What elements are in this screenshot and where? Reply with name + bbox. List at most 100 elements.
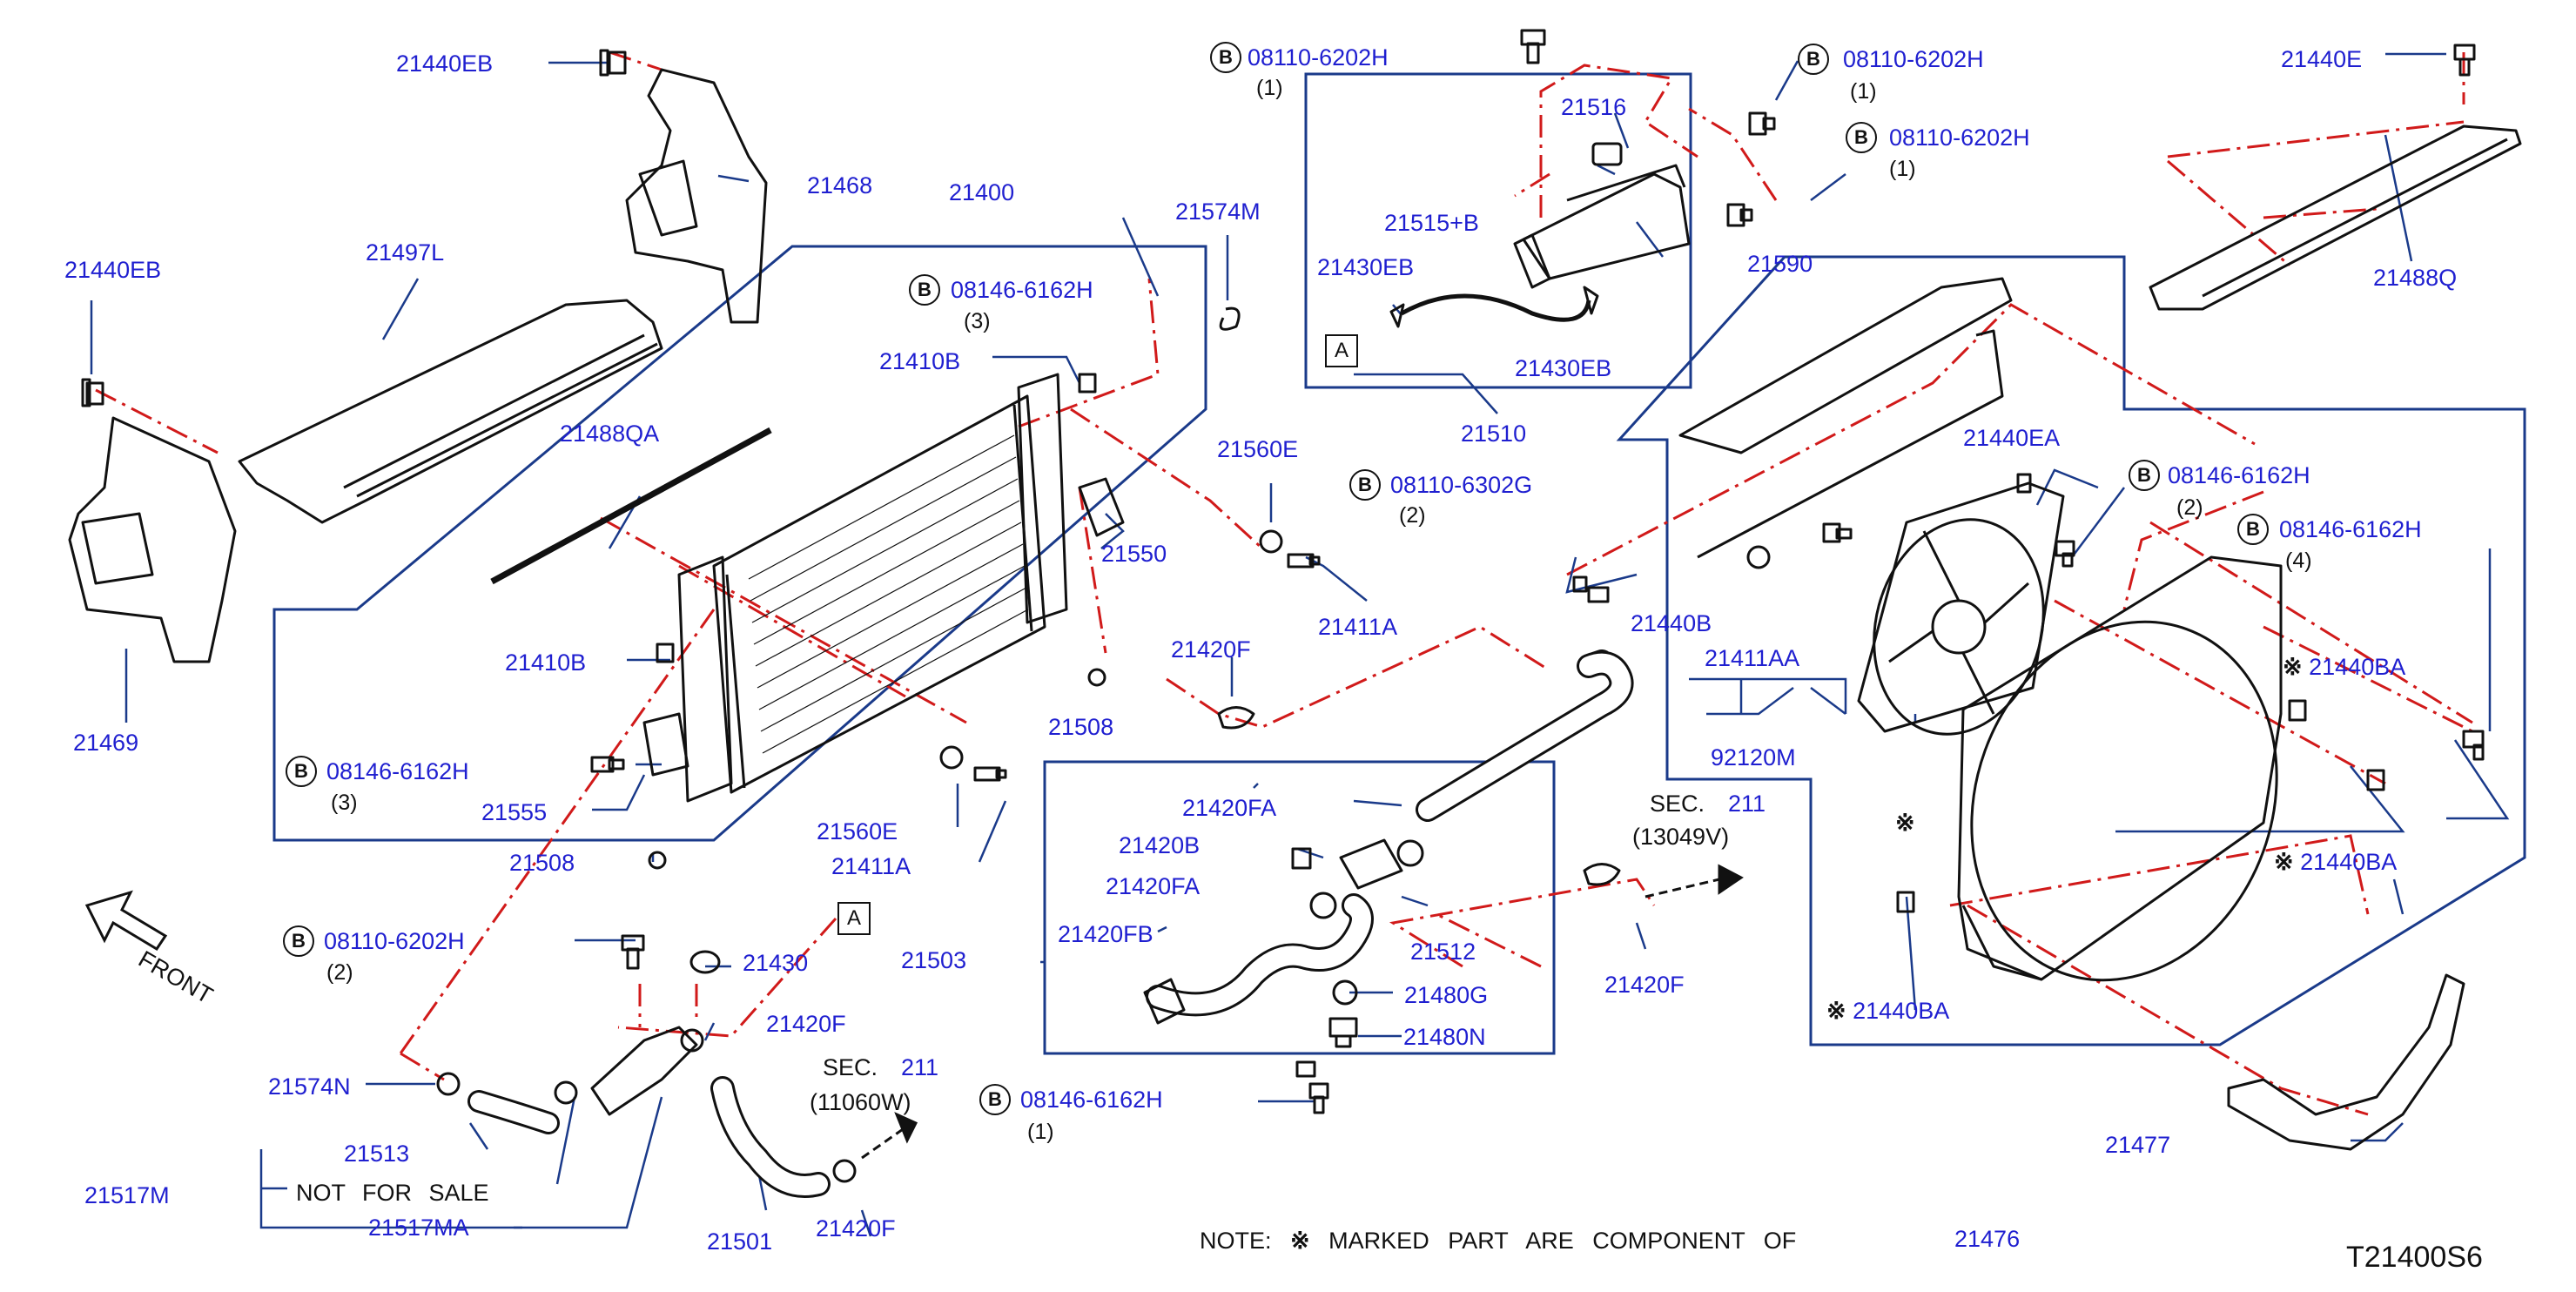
- bolt-part-number: 08110-6202H: [1889, 124, 2030, 151]
- clamp-21420F-low: [680, 1028, 704, 1053]
- clip-21440BA-3: [1896, 891, 1915, 913]
- group-outlines: [272, 72, 2526, 1055]
- radiator-group-outline: [272, 245, 1207, 842]
- sec-number: 211: [1728, 791, 1766, 817]
- label-not-for-sale: NOT FOR SALE: [296, 1180, 489, 1206]
- clip-21440EA: [2016, 473, 2032, 494]
- bolt-21440EB-left: [81, 378, 104, 407]
- clamp-21420FB: [1143, 978, 1186, 1025]
- clip-21410B-left: [656, 643, 675, 663]
- label-21508-bot: 21508: [509, 850, 575, 876]
- label-21430EB-left: 21430EB: [1317, 254, 1415, 280]
- label-21477: 21477: [2105, 1132, 2171, 1158]
- clip-21440BA-2: [2366, 769, 2385, 791]
- bracket-21550: [1078, 477, 1125, 537]
- bolt-21411AA: [1822, 522, 1853, 543]
- note-text: MARKED PART ARE COMPONENT OF: [1328, 1228, 1797, 1254]
- label-21574M: 21574M: [1175, 199, 1261, 225]
- reservoir-group-outline: [1304, 72, 1692, 389]
- note-prefix: NOTE:: [1200, 1228, 1272, 1254]
- clip-21574M: [1219, 306, 1241, 331]
- clamp-21420FA-mid: [1309, 892, 1337, 919]
- bolt-reservoir-r1: [1748, 111, 1776, 136]
- strip-21488QA: [490, 427, 772, 585]
- b-circle-icon: B: [1798, 44, 1829, 75]
- bolt-qty: (4): [2285, 548, 2312, 573]
- label-21497L: 21497L: [366, 239, 445, 266]
- fan-motor-92120M: [1857, 481, 2065, 736]
- label-21480G: 21480G: [1404, 982, 1489, 1008]
- bolt-qty: (3): [964, 309, 991, 333]
- clip-21440BA-1: [2288, 699, 2307, 722]
- label-21420FA-mid: 21420FA: [1106, 873, 1201, 899]
- label-21480N: 21480N: [1403, 1024, 1486, 1050]
- ref-box-A-top: A: [1325, 334, 1358, 367]
- label-21503: 21503: [901, 947, 967, 973]
- seal-21469: [68, 416, 237, 663]
- label-21574N: 21574N: [268, 1073, 351, 1100]
- hose-group-outline: [1043, 760, 1556, 1055]
- bolt-6162H-1: [1295, 1060, 1316, 1078]
- bolt-qty: (2): [326, 960, 353, 985]
- label-21560E-bot: 21560E: [817, 818, 898, 845]
- label-21420F-bot: 21420F: [816, 1215, 896, 1242]
- plug-21480N: [1328, 1017, 1358, 1048]
- bolt-21411A-bot: [973, 766, 1007, 782]
- label-21440B: 21440B: [1631, 610, 1712, 636]
- clip-21430EB-right: [1583, 286, 1599, 315]
- label-21508-mid: 21508: [1048, 714, 1114, 740]
- hose-21515B: [1400, 293, 1591, 322]
- bolt-qty: (1): [1850, 79, 1877, 104]
- bolt-21440E: [2453, 44, 2476, 77]
- bolt-part-number: 08146-6162H: [1020, 1087, 1163, 1113]
- b-circle-icon: B: [1846, 122, 1877, 153]
- cover-21477: [2227, 973, 2465, 1151]
- panel-21497L: [238, 299, 663, 524]
- label-21517MA: 21517MA: [368, 1215, 469, 1241]
- bolt-qty: (1): [1889, 157, 1916, 181]
- seal-21468: [625, 68, 768, 324]
- grommet-21440B: [1746, 545, 1771, 569]
- star-marker: ※: [1290, 1228, 1310, 1254]
- grommet-21560E-bot: [939, 745, 964, 770]
- leader-lines: [90, 52, 2510, 1237]
- bracket-21590: [1678, 277, 2013, 454]
- bolt-6162H-4: [2462, 730, 2485, 761]
- grommet-21560E-top: [1259, 529, 1283, 554]
- label-21420F-right: 21420F: [1604, 972, 1685, 998]
- label-21469: 21469: [73, 730, 139, 756]
- clamp-21420FA-top: [1396, 839, 1424, 867]
- clamp-21420F-right: [1583, 863, 1621, 886]
- label-21440BA-1-text: 21440BA: [2309, 654, 2406, 680]
- housing-21517M: [590, 1026, 698, 1116]
- bolt-part-number: 08146-6162H: [326, 758, 469, 784]
- label-21555: 21555: [481, 799, 548, 825]
- label-21410B-top: 21410B: [879, 348, 961, 374]
- label-21440EB-top: 21440EB: [396, 50, 494, 77]
- bolt-part-number: 08146-6162H: [2168, 462, 2310, 488]
- label-21501: 21501: [707, 1228, 773, 1255]
- label-21411AA: 21411AA: [1705, 645, 1800, 671]
- connector-21512: [1339, 838, 1403, 890]
- bolt-part-number: 08110-6202H: [1248, 44, 1389, 71]
- label-21440EB-left: 21440EB: [64, 257, 162, 283]
- label-21411A-top: 21411A: [1318, 614, 1398, 640]
- grommet-21508-mid: [1087, 668, 1106, 687]
- strip-21488Q: [2149, 124, 2522, 311]
- sec-arrows: [861, 864, 1744, 1160]
- label-21590: 21590: [1747, 251, 1813, 277]
- b-circle-icon: B: [909, 274, 940, 306]
- label-21430: 21430: [743, 950, 809, 976]
- parts: [68, 29, 2522, 1198]
- label-21410B-left: 21410B: [505, 649, 587, 676]
- note-part-number: 21476: [1954, 1226, 2021, 1252]
- cap-21430: [689, 950, 721, 974]
- diagram-code: T21400S6: [2346, 1241, 2483, 1274]
- assembly-lines: [95, 50, 2473, 1116]
- bolt-part-number: 08146-6162H: [2279, 516, 2422, 542]
- bolt-6302G: [1572, 575, 1610, 603]
- bolt-reservoir-r2: [1726, 203, 1753, 227]
- star-marker: ※: [2283, 654, 2303, 680]
- bolt-qty: (2): [1399, 503, 1426, 528]
